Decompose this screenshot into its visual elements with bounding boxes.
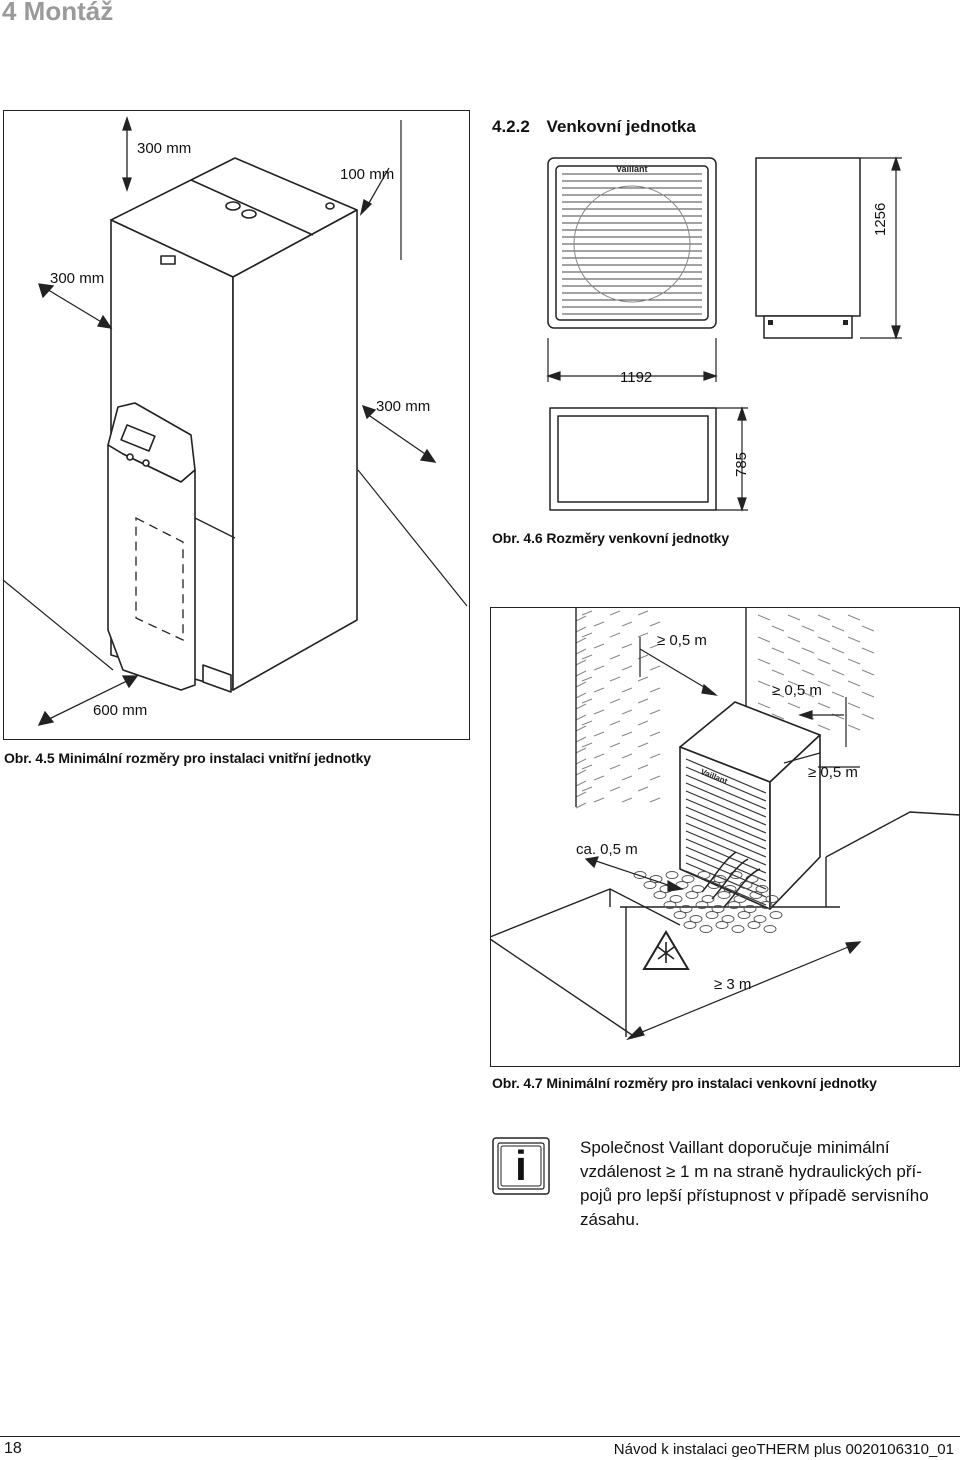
clearance-value: 3 m — [726, 976, 752, 993]
clearance-label-left: ca. 0,5 m — [576, 841, 638, 858]
document-title: Návod k instalaci geoTHERM plus 00201063… — [613, 1441, 954, 1458]
caption-text: Minimální rozměry pro instalaci vnitřní … — [58, 750, 371, 766]
figure-4-5-caption: Obr. 4.5 Minimální rozměry pro instalaci… — [4, 750, 371, 766]
clearance-value: 0,5 m — [669, 632, 707, 649]
indoor-dim-top: 300 mm — [137, 140, 192, 157]
ge-symbol: ≥ — [714, 976, 723, 993]
outdoor-installation-drawing — [489, 607, 960, 1041]
clearance-label-right: ≥ 0,5 m — [808, 764, 858, 781]
figure-4-6-caption: Obr. 4.6 Rozměry venkovní jednotky — [492, 530, 729, 546]
outdoor-brand-logo: Vaillant — [616, 164, 648, 174]
outdoor-dim-height: 1256 — [872, 202, 889, 236]
note-line: Společnost Vaillant doporučuje minimální — [580, 1138, 890, 1157]
note-line: pojů pro lepší přístupnost v případě ser… — [580, 1186, 929, 1205]
clearance-label-top: ≥ 0,5 m — [657, 632, 707, 649]
indoor-dim-right-top: 100 mm — [340, 166, 395, 183]
clearance-value: 0,5 m — [820, 764, 858, 781]
indoor-unit-drawing — [2, 115, 468, 726]
caption-number: Obr. 4.5 — [4, 750, 55, 766]
info-icon-letter: i — [515, 1142, 527, 1189]
ge-symbol: ≥ — [808, 764, 817, 781]
caption-text: Minimální rozměry pro instalaci venkovní… — [546, 1075, 877, 1091]
caption-number: Obr. 4.6 — [492, 530, 543, 546]
outdoor-dim-depth: 785 — [733, 451, 750, 477]
clearance-label-right-top: ≥ 0,5 m — [772, 682, 822, 699]
figure-4-7-caption: Obr. 4.7 Minimální rozměry pro instalaci… — [492, 1075, 877, 1091]
clearance-label-front: ≥ 3 m — [714, 976, 751, 993]
indoor-dim-right: 300 mm — [376, 398, 431, 415]
indoor-dim-left: 300 mm — [50, 270, 105, 287]
outdoor-dim-width: 1192 — [620, 369, 653, 386]
ge-symbol: ≥ — [657, 632, 666, 649]
section-title: Venkovní jednotka — [546, 117, 696, 136]
indoor-dim-bottom: 600 mm — [93, 702, 148, 719]
section-number: 4.2.2 — [492, 117, 530, 136]
ge-symbol: ≥ — [772, 682, 781, 699]
footer-divider — [0, 1436, 960, 1437]
outdoor-unit-dimensions-drawing — [546, 156, 902, 512]
note-line: zásahu. — [580, 1210, 640, 1229]
info-note: Společnost Vaillant doporučuje minimální… — [580, 1136, 960, 1232]
clearance-value: 0,5 m — [784, 682, 822, 699]
caption-text: Rozměry venkovní jednotky — [546, 530, 730, 546]
note-line: vzdálenost ≥ 1 m na straně hydraulických… — [580, 1162, 922, 1181]
caption-number: Obr. 4.7 — [492, 1075, 543, 1091]
chapter-title: 4 Montáž — [2, 0, 114, 26]
section-heading: 4.2.2 Venkovní jednotka — [492, 117, 696, 137]
info-icon — [492, 1137, 550, 1195]
page-number: 18 — [4, 1440, 22, 1457]
